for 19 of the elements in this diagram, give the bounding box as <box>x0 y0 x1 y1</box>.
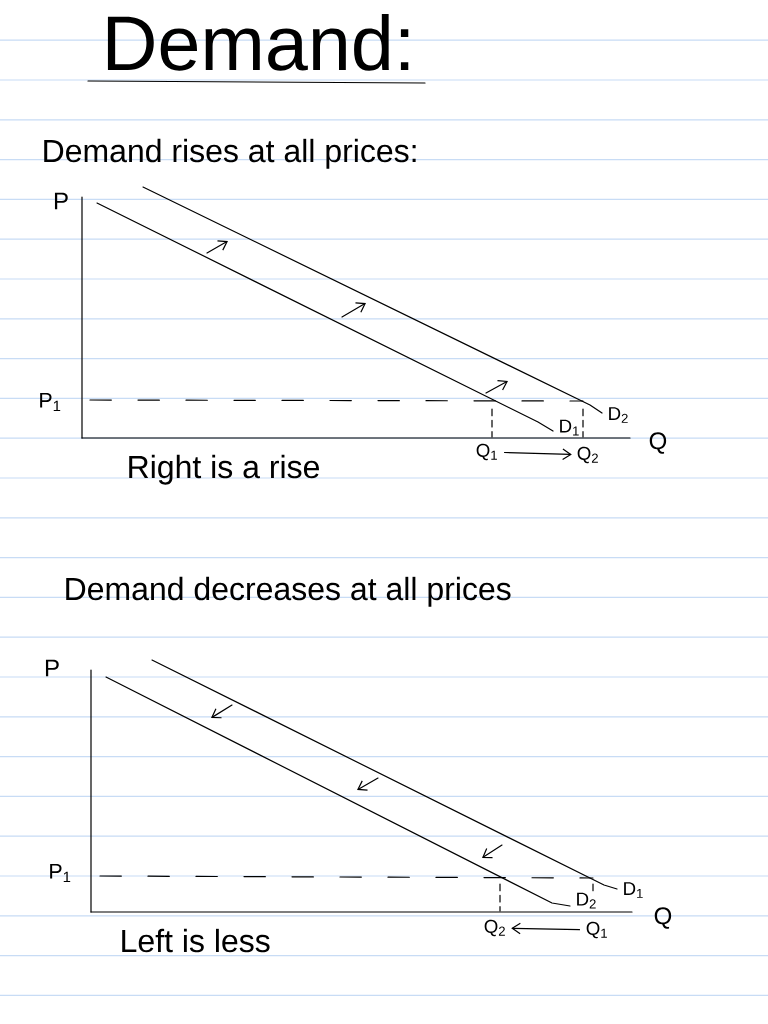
caption: Left is less <box>122 928 270 953</box>
curve-label: D$_{1}$ <box>624 882 643 898</box>
heading: Demand rises at all prices: <box>44 138 416 169</box>
curve-label: D$_{2}$ <box>609 407 628 423</box>
axis-label: Q <box>654 907 672 929</box>
axis-label: Q <box>649 432 667 454</box>
axis-label: P <box>54 192 68 210</box>
caption: Right is a rise <box>129 454 319 485</box>
curve-label: D$_{2}$ <box>577 892 596 909</box>
quantity-label: Q$_{2}$ <box>577 446 598 464</box>
axis-label: P <box>45 659 59 677</box>
title: Demand: <box>107 13 409 71</box>
heading: Demand decreases at all prices <box>66 576 511 607</box>
quantity-label: Q$_{1}$ <box>586 921 607 939</box>
axis-label: P$_{1}$ <box>40 392 61 412</box>
axis-label: P$_{1}$ <box>50 863 71 883</box>
quantity-label: Q$_{2}$ <box>484 919 505 937</box>
quantity-label: Q$_{1}$ <box>476 443 497 461</box>
curve-label: D$_{1}$ <box>560 419 579 436</box>
